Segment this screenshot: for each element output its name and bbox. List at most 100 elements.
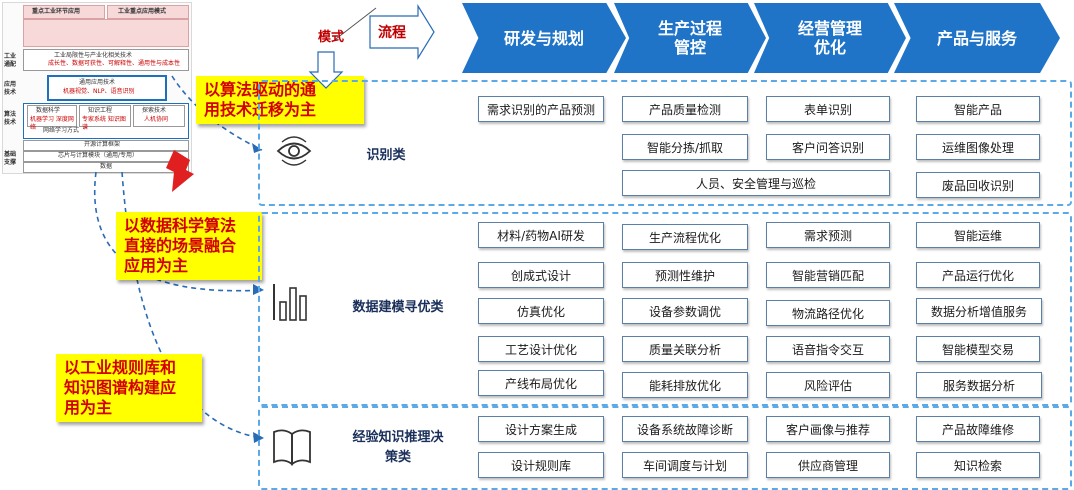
book-icon — [273, 429, 311, 466]
thumb-chip-box: 芯片与计算模块（通用/专用） — [23, 151, 189, 162]
column-header: 产品与服务 — [894, 3, 1060, 73]
thumb-general-tech-sub: 机器视觉、NLP、语音识别 — [63, 88, 135, 95]
callout-line: 用为主 — [64, 398, 113, 417]
capability-item: 语音指令交互 — [766, 336, 890, 362]
thumb-industry-sub: 成长性、数据可获性、可解释性、通用性与成本性 — [48, 60, 181, 67]
capability-item: 能耗排放优化 — [622, 372, 748, 398]
capability-item: 设计规则库 — [478, 452, 604, 478]
capability-item: 服务数据分析 — [916, 372, 1042, 398]
capability-item: 产品质量检测 — [622, 96, 748, 122]
section-recognition — [258, 80, 1072, 206]
eye-icon — [276, 136, 312, 166]
capability-item: 智能分拣/抓取 — [622, 134, 748, 160]
thumb-algo-sub: 机器学习 深度网络 — [30, 116, 74, 131]
thumb-algo-sub: 专家系统 知识图谱 — [82, 116, 126, 131]
capability-item: 需求预测 — [766, 222, 890, 248]
callout-line: 用技术迁移为主 — [204, 100, 317, 119]
capability-item: 设备系统故障诊断 — [622, 416, 748, 442]
capability-item: 预测性维护 — [622, 262, 748, 288]
axis-flow-label: 流程 — [378, 25, 406, 41]
capability-item: 供应商管理 — [766, 452, 890, 478]
callout-data-science: 以数据科学算法 直接的场景融合 应用为主 — [116, 212, 262, 280]
thumb-industry-title: 工业局限性与产业化相关技术 — [54, 52, 133, 59]
red-arrow-icon — [166, 150, 194, 192]
thumb-algo-title: 探索技术 — [142, 107, 167, 114]
callout-line: 以工业规则库和 — [64, 358, 177, 377]
column-label: 研发与规划 — [503, 28, 584, 48]
thumb-algo-sub: 人机协同 — [144, 116, 169, 123]
capability-item: 工艺设计优化 — [478, 336, 604, 362]
thumb-data-box: 数据 — [23, 162, 189, 173]
capability-item: 需求识别的产品预测 — [478, 96, 604, 122]
capability-item: 数据分析增值服务 — [916, 298, 1042, 324]
capability-item: 智能产品 — [916, 96, 1040, 122]
section-knowledge — [258, 406, 1072, 490]
thumb-general-tech-title: 通用应用技术 — [79, 79, 116, 86]
thumb-header-right: 工业重点应用模式 — [118, 8, 167, 15]
thumb-chip: 芯片与计算模块（通用/专用） — [58, 152, 139, 159]
capability-item: 人员、安全管理与巡检 — [622, 170, 890, 196]
thumb-open-framework-box: 开源计算框架 — [23, 140, 189, 151]
capability-item: 风险评估 — [766, 372, 890, 398]
thumb-general-tech: 通用应用技术 机器视觉、NLP、语音识别 — [47, 75, 167, 101]
architecture-thumbnail: 重点工业环节应用 工业重点应用模式 工业通配 应用技术 算法技术 基础支撑 工业… — [2, 2, 192, 174]
callout-line: 应用为主 — [124, 256, 189, 275]
capability-item: 智能运维 — [916, 222, 1040, 248]
capability-item: 产线布局优化 — [478, 370, 604, 396]
callout-line: 以数据科学算法 — [124, 216, 237, 235]
capability-item: 运维图像处理 — [916, 134, 1040, 160]
capability-item: 客户问答识别 — [766, 134, 890, 160]
thumb-top-block — [23, 19, 189, 47]
capability-item: 生产流程优化 — [622, 224, 748, 250]
capability-item: 客户画像与推荐 — [766, 416, 890, 442]
callout-algorithm: 以算法驱动的通 用技术迁移为主 — [196, 76, 364, 124]
thumb-side-label: 工业通配 — [4, 53, 17, 68]
column-label: 经营管理 优化 — [797, 19, 862, 57]
column-label: 产品与服务 — [936, 28, 1017, 48]
section-label-knowledge: 经验知识推理决 策类 — [352, 430, 444, 465]
thumb-industry-row: 工业局限性与产业化相关技术 成长性、数据可获性、可解释性、通用性与成本性 — [23, 49, 189, 71]
axis-mode-label: 模式 — [318, 30, 345, 45]
thumb-algo-box: 知识工程 专家系统 知识图谱 — [79, 105, 131, 131]
thumb-algo-bottom: 网络学习方式 — [43, 127, 80, 134]
capability-item: 废品回收识别 — [916, 172, 1040, 198]
thumb-algo-box: 数据科学 机器学习 深度网络 — [27, 105, 77, 131]
callout-line: 直接的场景融合 — [124, 236, 237, 255]
axis-arrows — [308, 3, 435, 89]
capability-item: 质量关联分析 — [622, 336, 748, 362]
capability-item: 表单识别 — [766, 96, 890, 122]
capability-item: 材料/药物AI研发 — [478, 222, 604, 248]
thumb-side-label: 基础支撑 — [4, 151, 17, 166]
thumb-data: 数据 — [100, 163, 113, 170]
thumb-header-left: 重点工业环节应用 — [32, 8, 81, 15]
capability-item: 创成式设计 — [478, 262, 604, 288]
capability-item: 车间调度与计划 — [622, 452, 748, 478]
capability-item: 知识检索 — [916, 452, 1040, 478]
thumb-header-left-box: 重点工业环节应用 — [23, 5, 105, 19]
column-header: 经营管理 优化 — [754, 3, 906, 73]
callout-line: 以算法驱动的通 — [204, 80, 317, 99]
thumb-side-label: 应用技术 — [4, 81, 17, 96]
thumb-algo-box: 探索技术 人机协同 — [133, 105, 185, 127]
capability-item: 产品故障维修 — [916, 416, 1040, 442]
thumb-algo-title: 知识工程 — [88, 107, 113, 114]
thumb-open-framework: 开源计算框架 — [84, 141, 121, 148]
capability-item: 仿真优化 — [478, 298, 604, 324]
column-label: 生产过程 管控 — [657, 19, 722, 57]
callout-knowledge: 以工业规则库和 知识图谱构建应 用为主 — [56, 354, 202, 422]
thumb-algo-title: 数据科学 — [36, 107, 61, 114]
column-header: 生产过程 管控 — [614, 3, 766, 73]
flow-arrow-icon — [369, 3, 435, 61]
column-header: 研发与规划 — [462, 3, 626, 73]
section-data-modeling — [258, 212, 1072, 406]
capability-item: 物流路径优化 — [766, 300, 890, 326]
section-label-recognition: 识别类 — [366, 148, 406, 163]
callout-line: 知识图谱构建应 — [64, 378, 177, 397]
bar-chart-icon — [273, 284, 307, 321]
capability-item: 智能模型交易 — [916, 336, 1040, 362]
section-label-data-modeling: 数据建模寻优类 — [352, 300, 444, 315]
thumb-header-right-box: 工业重点应用模式 — [107, 5, 189, 19]
thumb-side-label: 算法技术 — [4, 111, 17, 126]
capability-item: 设备参数调优 — [622, 298, 748, 324]
capability-item: 产品运行优化 — [916, 262, 1040, 288]
